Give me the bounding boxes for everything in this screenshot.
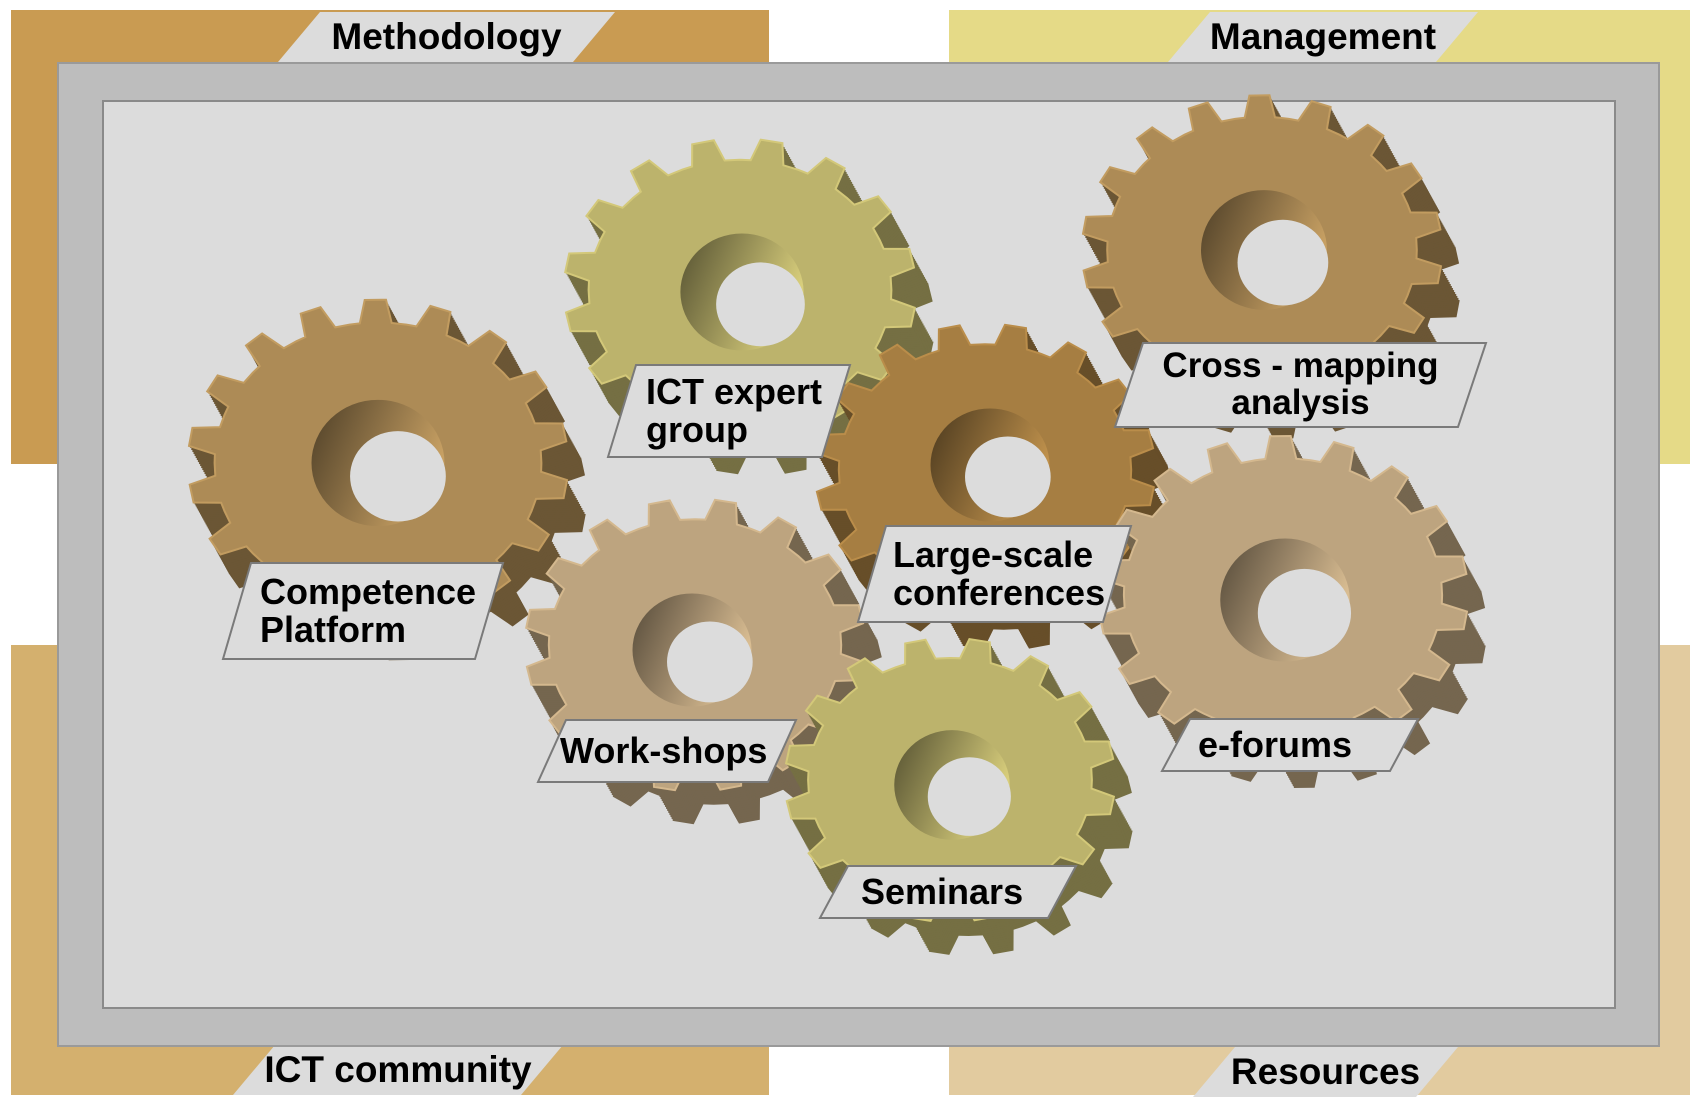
gear-hole-through [667,621,753,703]
gear-label-line: analysis [1231,383,1370,422]
gear-label-line: ICT expert [646,371,823,413]
gear-hole-through [350,431,446,522]
gear-label-line: e-forums [1198,724,1353,766]
gear-label-e-forums[interactable]: e-forums [1162,719,1418,771]
gear-label-cross-mapping[interactable]: Cross - mapping analysis [1115,343,1486,427]
tab-management-label: Management [1209,16,1437,57]
gear-label-line: Platform [260,609,407,650]
tab-methodology[interactable]: Methodology [278,12,615,62]
gear-hole-through [1237,219,1329,306]
gear-label-line: group [646,409,748,450]
gear-label-work-shops[interactable]: Work-shops [538,720,796,782]
gear-label-line: Cross - mapping [1162,346,1439,386]
tab-ict-community-label: ICT community [264,1049,532,1090]
tab-resources[interactable]: Resources [1193,1047,1458,1097]
gear-label-seminars[interactable]: Seminars [820,866,1076,918]
gear-label-line: Competence [260,571,477,613]
gear-label-competence-platform[interactable]: Competence Platform [223,563,503,659]
gear-label-ict-expert-group[interactable]: ICT expert group [608,365,850,457]
tab-methodology-label: Methodology [331,16,562,57]
gear-hole-through [1257,568,1352,657]
gear-e-forums [1097,434,1486,788]
gear-label-line: Large-scale [893,534,1094,576]
gear-label-large-scale-conferences[interactable]: Large-scale conferences [858,526,1131,622]
gear-hole-through [927,757,1011,836]
tab-resources-label: Resources [1230,1051,1421,1092]
gear-label-line: Work-shops [560,730,768,772]
gear-hole-through [716,262,805,347]
tab-management[interactable]: Management [1168,12,1478,62]
gear-label-line: conferences [893,572,1106,613]
tab-ict-community[interactable]: ICT community [233,1045,563,1095]
gear-hole-through [965,436,1051,518]
gear-label-line: Seminars [861,871,1024,913]
